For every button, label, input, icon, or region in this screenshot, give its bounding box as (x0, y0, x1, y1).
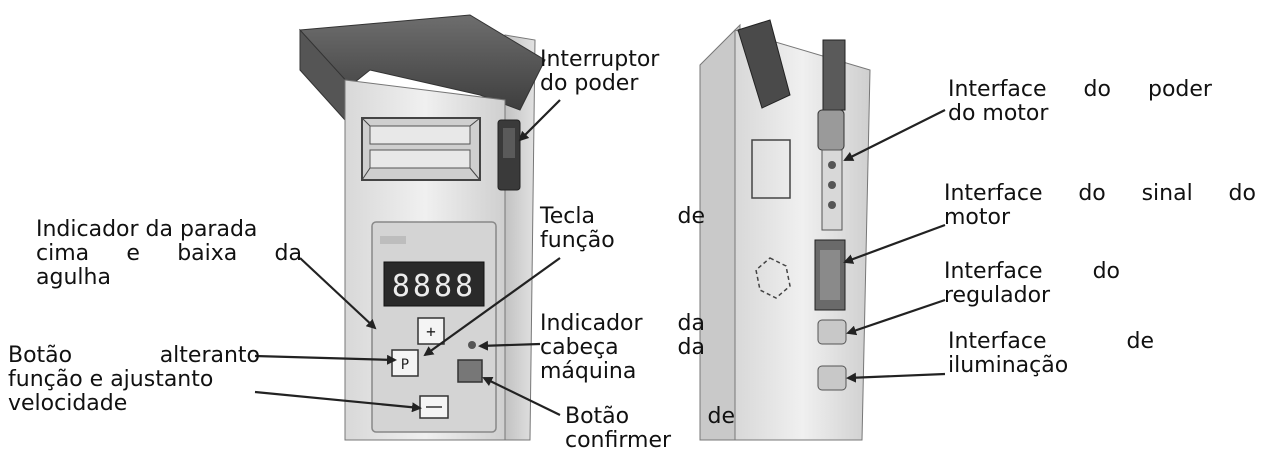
word: Interface (944, 259, 1043, 284)
word: poder (1148, 77, 1212, 102)
label-interface-iluminacao-line2: iluminação (948, 353, 1069, 378)
word: cima (36, 241, 90, 266)
word: Botão (8, 343, 73, 368)
label-interface-regulador: Interface do regulador (944, 260, 1120, 308)
label-indicador-cabeca-line3: máquina (540, 359, 637, 384)
label-botao-confirmer-line2: confirmer (565, 428, 672, 453)
label-interface-regulador-line1: Interface do (944, 260, 1120, 284)
label-indicador-parada: Indicador da parada cima e baixa da agul… (36, 218, 302, 290)
up-down-key-icon (417, 317, 445, 345)
label-interruptor: Interruptor do poder (540, 48, 659, 96)
word: do (1078, 181, 1106, 206)
word: Interface (944, 181, 1043, 206)
label-botao-alterando: Botão alteranto função e ajustanto veloc… (8, 344, 260, 416)
word: do (1092, 259, 1120, 284)
display-digits: 8888 (392, 269, 476, 304)
word: de (707, 404, 736, 429)
word: Interface (948, 77, 1047, 102)
label-indicador-cabeca-line2: cabeça da (540, 336, 705, 360)
word: Indicador (540, 311, 643, 336)
label-botao-confirmer: Botão de confirmer (565, 405, 735, 453)
label-interface-regulador-line2: regulador (944, 283, 1051, 308)
label-botao-confirmer-line1: Botão de (565, 405, 735, 429)
word: da (677, 311, 705, 336)
callout-arrows-left (254, 99, 561, 416)
label-botao-alterando-line1: Botão alteranto (8, 344, 260, 368)
word: Interface (948, 329, 1047, 354)
label-tecla-funcao-line2: função (540, 228, 615, 253)
label-interface-poder-line1: Interface do poder (948, 78, 1212, 102)
word: da (274, 241, 302, 266)
svg-text:+: + (426, 322, 436, 341)
word: de (1126, 329, 1155, 354)
back-view-device (699, 19, 871, 441)
svg-text:P: P (401, 357, 409, 373)
front-view-device: 8888 + P (299, 14, 546, 441)
led-display (383, 261, 485, 307)
label-interface-iluminacao: Interface de iluminação (948, 330, 1154, 378)
word: do (1083, 77, 1111, 102)
label-indicador-parada-line3: agulha (36, 265, 111, 290)
label-interface-sinal-line2: motor (944, 205, 1011, 230)
label-tecla-funcao-line1: Tecla de (540, 205, 705, 229)
label-interface-poder-line2: do motor (948, 101, 1049, 126)
word: alteranto (159, 343, 260, 368)
label-interruptor-line2: do poder (540, 71, 639, 96)
confirm-key-icon (457, 359, 483, 383)
word: cabeça (540, 335, 619, 360)
label-interface-poder: Interface do poder do motor (948, 78, 1212, 126)
word: sinal (1141, 181, 1193, 206)
label-botao-alterando-line3: velocidade (8, 391, 128, 416)
word: baixa (177, 241, 238, 266)
label-indicador-parada-line2: cima e baixa da (36, 242, 302, 266)
label-tecla-funcao: Tecla de função (540, 205, 705, 253)
label-indicador-cabeca: Indicador da cabeça da máquina (540, 312, 705, 384)
label-indicador-cabeca-line1: Indicador da (540, 312, 705, 336)
label-interface-iluminacao-line1: Interface de (948, 330, 1154, 354)
word: de (677, 204, 706, 229)
label-interface-sinal-line1: Interface do sinal do (944, 182, 1256, 206)
label-interface-sinal: Interface do sinal do motor (944, 182, 1256, 230)
machine-head-led-icon (468, 341, 476, 349)
word: Tecla (540, 204, 595, 229)
word: Botão (565, 404, 630, 429)
callout-arrows-right (843, 109, 946, 383)
label-botao-alterando-line2: função e ajustanto (8, 367, 214, 392)
label-indicador-parada-line1: Indicador da parada (36, 217, 258, 242)
word: do (1228, 181, 1256, 206)
word: e (126, 241, 140, 266)
label-interruptor-line1: Interruptor (540, 47, 660, 72)
word: da (677, 335, 705, 360)
